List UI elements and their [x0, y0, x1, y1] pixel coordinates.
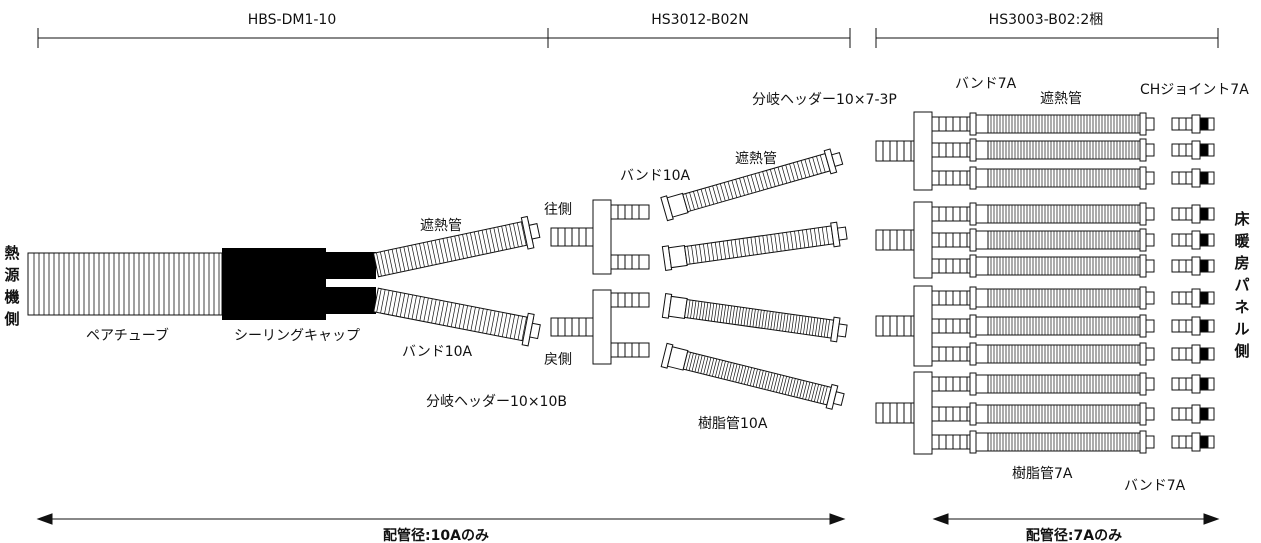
panel-char: 房 — [1234, 254, 1249, 272]
label-supply-side: 往側 — [544, 202, 572, 218]
label-return-side: 戻側 — [544, 352, 572, 368]
resin-pipe-7a-row — [931, 314, 1215, 338]
section-brackets — [37, 28, 1219, 48]
resin-pipe-mid-3 — [661, 292, 848, 343]
resin-pipe-7a-row — [931, 138, 1215, 162]
insulation-pipe-mid-1 — [660, 148, 844, 222]
label-ch-joint: CHジョイント7A — [1140, 82, 1249, 98]
label-insulation-b: 遮熱管 — [735, 151, 777, 167]
heat-source-char: 熱 — [4, 244, 19, 262]
panel-char: ネ — [1234, 298, 1249, 316]
panel-char: 床 — [1234, 210, 1250, 228]
bottom-arrow-7a — [932, 513, 1220, 525]
label-resin-pipe-7a: 樹脂管7A — [1012, 466, 1073, 482]
resin-pipe-7a-row — [931, 228, 1215, 252]
resin-pipe-7a-row — [931, 342, 1215, 366]
label-band-10a-b: バンド10A — [620, 168, 691, 184]
header-10x7-group — [875, 371, 1215, 455]
heat-source-char: 側 — [3, 310, 19, 328]
label-band-7a-top: バンド7A — [955, 76, 1017, 92]
bottom-label-10a: 配管径:10Aのみ — [383, 527, 489, 543]
resin-pipe-7a-row — [931, 402, 1215, 426]
section-label-right: HS3003-B02:2梱 — [989, 12, 1104, 28]
resin-pipe-7a-row — [931, 112, 1215, 136]
bottom-label-7a: 配管径:7Aのみ — [1026, 527, 1122, 543]
resin-pipe-7a-row — [931, 202, 1215, 226]
section-label-middle: HS3012-B02N — [651, 12, 749, 28]
pair-tube — [27, 252, 223, 316]
label-resin-pipe-10a: 樹脂管10A — [698, 416, 768, 432]
panel-char: パ — [1234, 276, 1249, 294]
resin-pipe-7a-row — [931, 430, 1215, 454]
label-header-10x7: 分岐ヘッダー10×7-3P — [752, 92, 897, 108]
label-band-10a-a: バンド10A — [402, 344, 473, 360]
resin-pipe-7a-row — [931, 166, 1215, 190]
heat-source-side-label: 熱 源 機 側 — [3, 244, 19, 328]
insulation-pipe-mid-2 — [661, 221, 848, 272]
panel-side-label: 床 暖 房 パ ネ ル 側 — [1233, 210, 1250, 360]
header-10x7-group — [875, 111, 1215, 191]
sealing-cap — [222, 248, 376, 320]
label-band-7a-bottom: バンド7A — [1124, 478, 1186, 494]
label-pair-tube: ペアチューブ — [86, 327, 169, 344]
resin-pipe-7a-row — [931, 372, 1215, 396]
heat-source-char: 源 — [4, 266, 19, 284]
header-10x7-group — [875, 285, 1215, 367]
header-10x10b-supply — [550, 199, 650, 275]
insulation-pipe-upper — [372, 215, 541, 278]
resin-pipe-mid-4 — [660, 342, 845, 410]
label-insulation-a: 遮熱管 — [420, 218, 462, 234]
resin-pipe-7a-row — [931, 286, 1215, 310]
resin-pipe-7a-row — [931, 254, 1215, 278]
right-7a-section — [875, 111, 1215, 455]
label-sealing-cap: シーリングキャップ — [234, 328, 360, 344]
heat-source-char: 機 — [4, 288, 19, 306]
label-header-10x10b: 分岐ヘッダー10×10B — [426, 394, 567, 410]
section-label-left: HBS-DM1-10 — [248, 12, 336, 28]
insulation-pipe-lower — [373, 287, 541, 347]
label-insulation-c: 遮熱管 — [1040, 91, 1082, 107]
panel-char: ル — [1234, 320, 1249, 338]
bottom-arrow-10a — [36, 513, 846, 525]
panel-char: 暖 — [1234, 232, 1250, 250]
header-10x10b-return — [550, 289, 650, 365]
header-10x7-group — [875, 201, 1215, 279]
panel-char: 側 — [1233, 342, 1249, 360]
